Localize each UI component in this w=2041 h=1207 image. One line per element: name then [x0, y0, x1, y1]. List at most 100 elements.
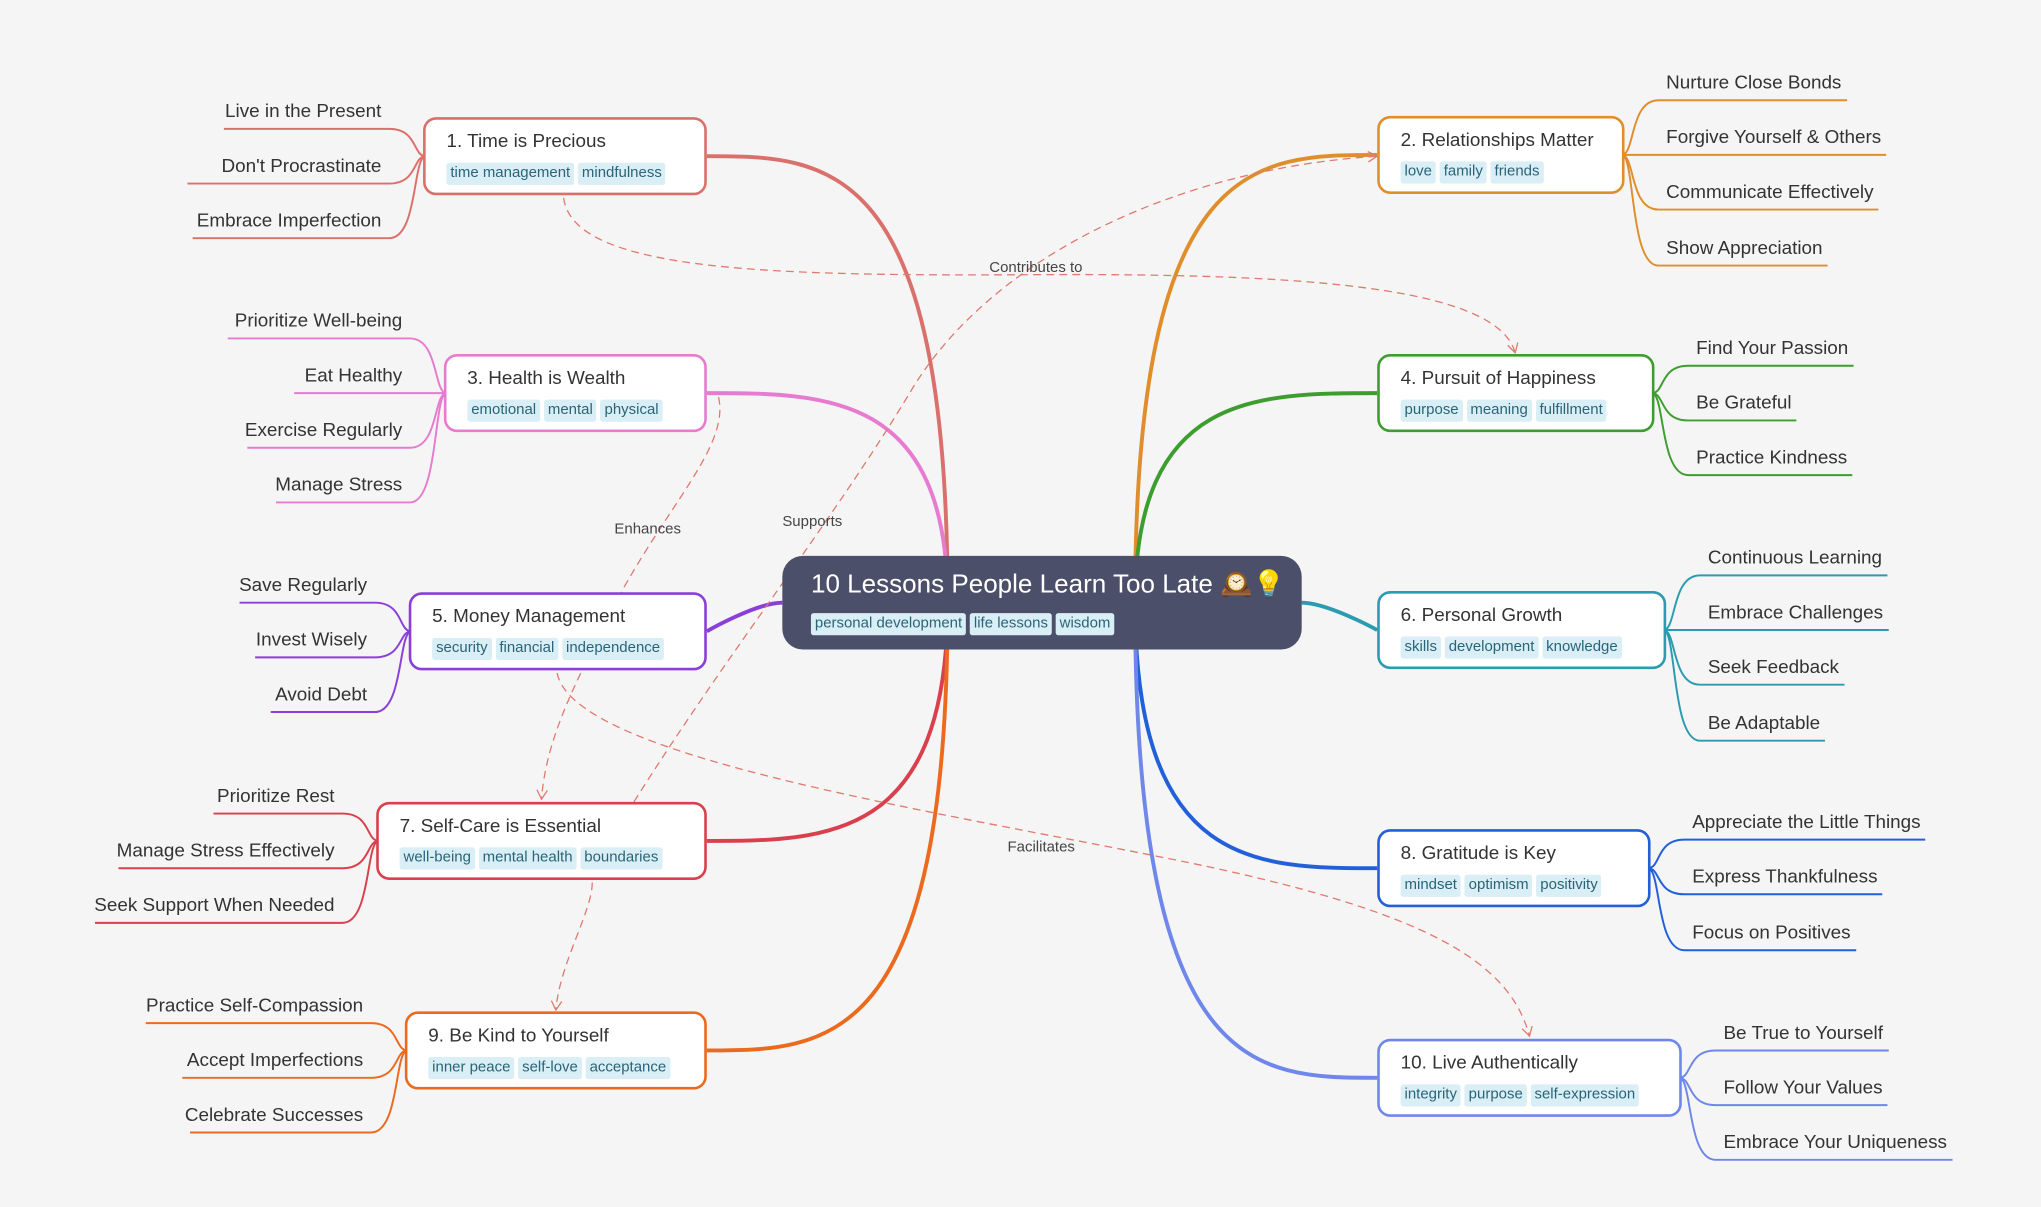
subtopic-connector	[190, 1049, 408, 1134]
subtopic-connector	[1678, 1049, 1889, 1079]
topic-tag: meaning	[1466, 399, 1532, 422]
subtopic-item[interactable]: Nurture Close Bonds	[1666, 72, 1842, 94]
subtopic-item[interactable]: Show Appreciation	[1666, 238, 1823, 260]
subtopic-connector	[227, 337, 447, 395]
subtopic-item[interactable]: Avoid Debt	[275, 684, 368, 706]
subtopic-item[interactable]: Accept Imperfections	[186, 1050, 364, 1072]
subtopic-item[interactable]: Be Adaptable	[1707, 713, 1821, 735]
subtopic-connector	[1647, 867, 1857, 952]
topic-tag: time management	[446, 162, 575, 185]
subtopic-item[interactable]: Appreciate the Little Things	[1692, 812, 1921, 834]
subtopic-item[interactable]: Be True to Yourself	[1723, 1023, 1883, 1044]
subtopic-connector	[182, 1049, 408, 1079]
subtopic-item[interactable]: Express Thankfulness	[1692, 866, 1878, 888]
subtopic-item[interactable]: Follow Your Values	[1723, 1077, 1883, 1099]
topic-title: 1. Time is Precious	[446, 131, 606, 153]
branch-connector	[706, 391, 950, 603]
topic-tag: acceptance	[585, 1056, 671, 1080]
topic-tag: friends	[1490, 161, 1544, 184]
topic-tag: development	[1444, 636, 1539, 659]
subtopic-connector	[275, 392, 447, 504]
subtopic-item[interactable]: Be Grateful	[1696, 393, 1792, 414]
relationship-label: Supports	[782, 514, 843, 530]
subtopic-item[interactable]: Forgive Yourself & Others	[1666, 127, 1882, 149]
subtopic-connector	[270, 630, 412, 714]
subtopic-connector	[1651, 364, 1854, 395]
subtopic-item[interactable]: Practice Self-Compassion	[146, 995, 364, 1017]
branch-connector	[706, 154, 950, 603]
branch-connector	[705, 600, 783, 634]
subtopic-connector	[118, 839, 379, 870]
branch-connector	[1133, 602, 1378, 871]
subtopic-item[interactable]: Seek Support When Needed	[94, 895, 335, 917]
subtopic-item[interactable]: Continuous Learning	[1707, 548, 1883, 569]
topic-tag: mental	[543, 399, 597, 422]
relationship-label: Enhances	[614, 521, 681, 538]
subtopic-item[interactable]: Invest Wisely	[255, 630, 368, 651]
subtopic-item[interactable]: Embrace Your Uniqueness	[1723, 1132, 1947, 1154]
topic-tag: purpose	[1464, 1084, 1527, 1107]
topic-title: 5. Money Management	[432, 606, 626, 628]
topic-title: 3. Health is Wealth	[467, 368, 626, 390]
subtopic-item[interactable]: Embrace Challenges	[1707, 602, 1884, 624]
subtopic-item[interactable]: Prioritize Well-being	[234, 311, 403, 332]
subtopic-item[interactable]: Don't Procrastinate	[221, 156, 382, 178]
subtopic-item[interactable]: Find Your Passion	[1696, 338, 1849, 360]
root-tag: life lessons	[969, 613, 1052, 636]
subtopic-item[interactable]: Focus on Positives	[1692, 922, 1851, 944]
subtopic-item[interactable]: Prioritize Rest	[217, 786, 335, 808]
root-tag: personal development	[810, 613, 967, 636]
topic-tag: skills	[1400, 636, 1441, 659]
subtopic-connector	[1651, 392, 1853, 477]
subtopic-item[interactable]: Embrace Imperfection	[196, 210, 382, 232]
relationship-connector	[550, 882, 593, 1012]
subtopic-item[interactable]: Save Regularly	[239, 575, 368, 597]
subtopic-item[interactable]: Manage Stress	[275, 475, 403, 496]
subtopic-item[interactable]: Eat Healthy	[304, 365, 403, 387]
subtopic-item[interactable]: Celebrate Successes	[184, 1105, 364, 1126]
topic-tag: mental health	[478, 847, 577, 870]
branch-connector	[1133, 602, 1378, 1080]
topic-tag: positivity	[1536, 874, 1602, 897]
subtopic-item[interactable]: Exercise Regularly	[244, 420, 403, 442]
topic-tag: well-being	[399, 847, 475, 870]
subtopic-connector	[223, 127, 426, 158]
subtopic-connector	[1621, 153, 1828, 267]
subtopic-item[interactable]: Live in the Present	[225, 101, 382, 123]
subtopic-connector	[213, 812, 379, 842]
subtopic-item[interactable]: Seek Feedback	[1707, 657, 1839, 679]
topic-title: 8. Gratitude is Key	[1400, 843, 1556, 865]
topic-tag: family	[1439, 161, 1487, 184]
topic-tag: knowledge	[1542, 636, 1622, 659]
branch-connector	[1301, 600, 1379, 632]
subtopic-item[interactable]: Communicate Effectively	[1666, 182, 1874, 204]
topic-tag: mindfulness	[578, 162, 666, 185]
subtopic-connector	[192, 155, 427, 240]
topic-tag: boundaries	[580, 847, 663, 870]
root-topic[interactable]: 10 Lessons People Learn Too Late 🕰️💡 per…	[782, 555, 1302, 650]
topic-tag: physical	[600, 399, 663, 422]
branch-connector	[706, 602, 950, 1053]
subtopic-connector	[95, 839, 380, 924]
topic-tag: independence	[562, 637, 664, 660]
subtopic-item[interactable]: Practice Kindness	[1696, 447, 1848, 469]
subtopic-item[interactable]: Manage Stress Effectively	[116, 840, 335, 862]
